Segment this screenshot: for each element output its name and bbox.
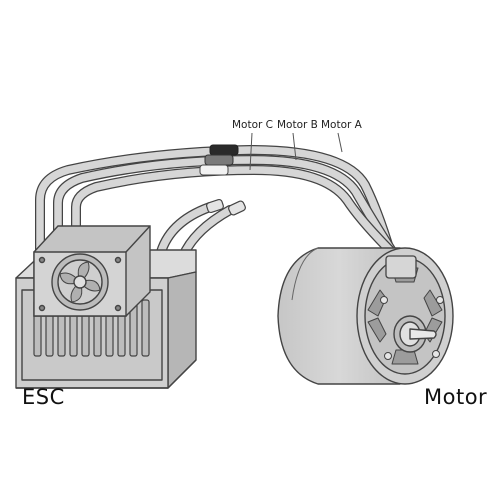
motor-wire-bundle [35, 145, 415, 275]
esc-cooling-fan [33, 225, 151, 317]
motor-c-label: Motor C [232, 119, 274, 131]
motor-b-label: Motor B [277, 119, 318, 131]
motor-label: Motor [424, 385, 488, 409]
wire-label-leaders [249, 132, 343, 171]
brushless-motor [277, 247, 454, 385]
wire-sleeve-markers [199, 144, 239, 176]
motor-a-label: Motor A [321, 119, 362, 131]
motor-wire-entry [385, 255, 417, 279]
esc-label: ESC [22, 385, 65, 409]
battery-wire-tips [206, 198, 246, 216]
